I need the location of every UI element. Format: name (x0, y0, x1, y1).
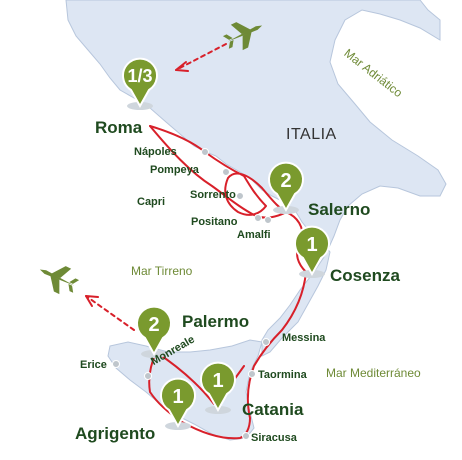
dot-taormina (248, 370, 256, 378)
airplane-icon (222, 22, 263, 51)
pin-salerno-nights: 2 (280, 170, 292, 192)
label-agrigento: Agrigento (75, 424, 156, 443)
departure-flight-line (85, 295, 135, 331)
label-napoles: Nápoles (134, 146, 177, 158)
pin-palermo-nights: 2 (148, 314, 160, 336)
stop-pins (122, 57, 330, 430)
label-sorrento: Sorrento (190, 189, 236, 201)
map-pin-icon (200, 361, 236, 413)
arrival-arrowhead (175, 61, 189, 72)
pin-catania[interactable] (200, 361, 236, 414)
map-pin-icon (294, 225, 330, 277)
label-salerno: Salerno (308, 200, 371, 219)
label-sea-tyrrhenian: Mar Tirreno (131, 264, 193, 278)
label-palermo: Palermo (182, 312, 250, 331)
label-capri: Capri (137, 196, 166, 208)
map-pin-icon (122, 57, 158, 109)
pin-roma[interactable] (122, 57, 158, 110)
pin-palermo[interactable] (136, 305, 172, 358)
arrival-flight-line (175, 43, 227, 71)
dot-sorrento (236, 192, 244, 200)
pin-cosenza[interactable] (294, 225, 330, 278)
label-erice: Erice (80, 359, 107, 371)
label-roma: Roma (95, 118, 143, 137)
label-cosenza: Cosenza (330, 266, 400, 285)
pin-salerno[interactable] (268, 161, 304, 214)
label-country: ITALIA (286, 126, 337, 143)
dot-erice (112, 360, 120, 368)
mainland-italy (65, 0, 447, 357)
dot-messina (262, 338, 270, 346)
dot-napoles (201, 148, 209, 156)
label-positano: Positano (191, 216, 238, 228)
pin-cosenza-nights: 1 (306, 234, 318, 256)
pin-agrigento-nights: 1 (172, 386, 184, 408)
label-sea-mediterranean: Mar Mediterráneo (326, 366, 421, 380)
label-siracusa: Siracusa (251, 432, 297, 444)
map-pin-icon (160, 377, 196, 429)
label-catania: Catania (242, 400, 304, 419)
departure-arrowhead (85, 295, 99, 307)
pin-agrigento[interactable] (160, 377, 196, 430)
map-pin-icon (268, 161, 304, 213)
dot-monreale (144, 372, 152, 380)
label-messina: Messina (282, 332, 326, 344)
waypoint-dots (112, 148, 272, 440)
dot-amalfi (264, 216, 272, 224)
pin-catania-nights: 1 (212, 370, 224, 392)
pin-roma-nights: 1/3 (127, 66, 153, 86)
route-loop-west (149, 125, 291, 219)
label-amalfi: Amalfi (237, 229, 271, 241)
dot-positano (254, 214, 262, 222)
dot-pompeya (222, 168, 230, 176)
map-pin-icon (136, 305, 172, 357)
label-pompeya: Pompeya (150, 164, 199, 176)
label-taormina: Taormina (258, 369, 307, 381)
dot-siracusa (242, 432, 250, 440)
airplane-icon (39, 266, 80, 295)
